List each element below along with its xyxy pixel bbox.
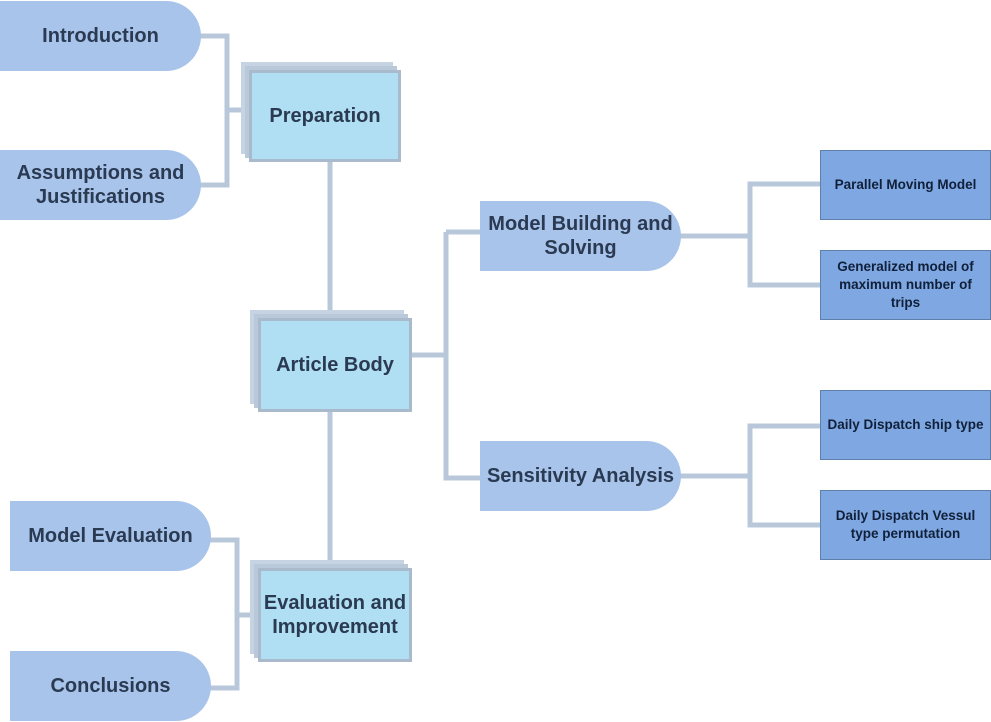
node-evaluation-and-improvement[interactable]: Evaluation and Improvement xyxy=(258,568,412,662)
node-assumptions-and-justifications[interactable]: Assumptions and Justifications xyxy=(0,150,201,220)
node-preparation[interactable]: Preparation xyxy=(249,70,401,162)
node-conclusions-label: Conclusions xyxy=(50,675,171,697)
leaf-generalized-model[interactable]: Generalized model of maximum number of t… xyxy=(820,250,991,320)
connector-sa-leaves xyxy=(680,423,820,528)
node-sensitivity-label: Sensitivity Analysis xyxy=(486,465,675,487)
node-preparation-label: Preparation xyxy=(269,105,381,127)
leaf-daily-dispatch-permutation-label: Daily Dispatch Vessul type permutation xyxy=(835,508,976,541)
connector-introduction xyxy=(198,33,248,113)
node-assumptions-label: Assumptions and Justifications xyxy=(16,162,185,208)
leaf-daily-dispatch-ship-type-label: Daily Dispatch ship type xyxy=(827,417,984,432)
node-evaluation-label: Evaluation and Improvement xyxy=(263,592,407,638)
leaf-parallel-moving-model[interactable]: Parallel Moving Model xyxy=(820,150,991,220)
node-article-body[interactable]: Article Body xyxy=(258,318,412,412)
leaf-daily-dispatch-ship-type[interactable]: Daily Dispatch ship type xyxy=(820,390,991,460)
leaf-generalized-model-label: Generalized model of maximum number of t… xyxy=(837,259,974,310)
connector-mb-leaves xyxy=(680,181,820,288)
node-conclusions[interactable]: Conclusions xyxy=(10,651,211,721)
connector-model-evaluation xyxy=(208,537,255,618)
node-model-evaluation[interactable]: Model Evaluation xyxy=(10,501,211,571)
connector-model-building xyxy=(443,232,480,481)
node-model-building-label: Model Building and Solving xyxy=(488,213,673,259)
leaf-daily-dispatch-vessul-type-permutation[interactable]: Daily Dispatch Vessul type permutation xyxy=(820,490,991,560)
connector-assumptions xyxy=(198,110,230,188)
node-model-building-and-solving[interactable]: Model Building and Solving xyxy=(480,201,681,271)
node-sensitivity-analysis[interactable]: Sensitivity Analysis xyxy=(480,441,681,511)
node-article-body-label: Article Body xyxy=(276,354,394,376)
node-introduction-label: Introduction xyxy=(42,25,159,47)
connector-conclusions xyxy=(208,615,240,691)
node-model-evaluation-label: Model Evaluation xyxy=(28,525,193,547)
leaf-parallel-moving-model-label: Parallel Moving Model xyxy=(834,177,977,192)
node-introduction[interactable]: Introduction xyxy=(0,1,201,71)
